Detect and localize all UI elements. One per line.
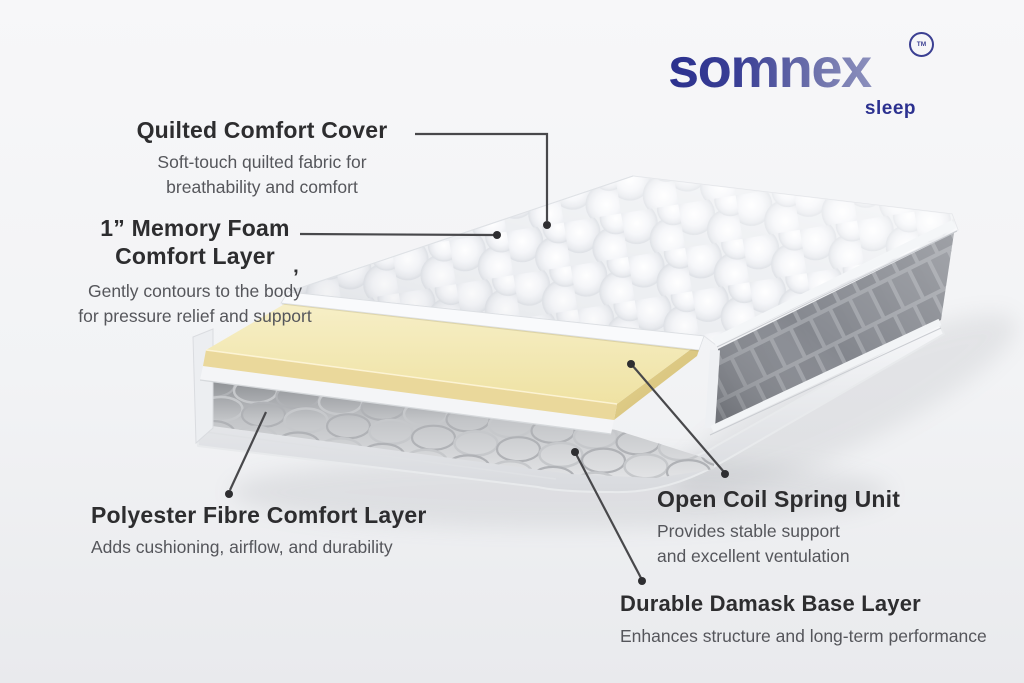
leader-line-memory-foam bbox=[299, 232, 495, 237]
polyester-desc: Adds cushioning, airflow, and durability bbox=[91, 537, 393, 557]
memory-foam-desc-line1: Gently contours to the body bbox=[87, 281, 303, 301]
brand-wordmark: somnex bbox=[668, 40, 918, 96]
quilted-cover-title: Quilted Comfort Cover bbox=[136, 117, 388, 143]
stray-apostrophe-mark: ’ bbox=[293, 266, 299, 289]
leader-line-damask bbox=[575, 453, 642, 579]
leader-line-quilted bbox=[415, 132, 549, 221]
quilted-cover-desc: Soft-touch quilted fabric for breathabil… bbox=[96, 150, 428, 200]
open-coil-desc: Provides stable support and excellent ve… bbox=[657, 519, 957, 569]
fibre-edge bbox=[199, 379, 612, 435]
quilted-cover bbox=[280, 175, 959, 352]
left-end-rim bbox=[192, 328, 214, 445]
leader-line-polyester bbox=[229, 411, 267, 491]
damask-desc: Enhances structure and long-term perform… bbox=[620, 626, 987, 646]
quilted-cover-desc-line1: Soft-touch quilted fabric for bbox=[157, 152, 367, 172]
memory-foam-title-line2: Comfort Layer bbox=[115, 243, 275, 269]
checkered-side-panel bbox=[705, 233, 954, 436]
memory-foam-layer bbox=[203, 295, 702, 420]
open-coil-desc-line1: Provides stable support bbox=[657, 521, 840, 541]
open-coil-desc-line2: and excellent ventulation bbox=[657, 546, 850, 566]
leader-line-open-coil bbox=[631, 364, 725, 473]
leader-dot-damask-top bbox=[571, 448, 579, 456]
trademark-badge: TM bbox=[909, 32, 934, 57]
spring-cavity bbox=[197, 373, 714, 478]
quilted-cover-desc-line2: breathability and comfort bbox=[166, 177, 358, 197]
leader-lines bbox=[225, 132, 729, 585]
label-polyester-fibre: Polyester Fibre Comfort Layer Adds cushi… bbox=[91, 501, 471, 560]
leader-dot-damask-bottom bbox=[638, 577, 646, 585]
leader-dot-open-coil-top bbox=[627, 360, 635, 368]
label-open-coil: Open Coil Spring Unit Provides stable su… bbox=[657, 485, 957, 569]
label-quilted-cover: Quilted Comfort Cover Soft-touch quilted… bbox=[96, 116, 428, 200]
brand-logo: somnex TM sleep bbox=[668, 32, 934, 120]
leader-dot-memory-foam bbox=[493, 231, 501, 239]
brand-tagline: sleep bbox=[864, 98, 916, 119]
label-damask-base: Durable Damask Base Layer Enhances struc… bbox=[620, 590, 1010, 649]
memory-foam-title-line1: 1” Memory Foam bbox=[100, 215, 290, 241]
memory-foam-desc-line2: for pressure relief and support bbox=[78, 306, 312, 326]
polyester-fibre-layer bbox=[200, 366, 614, 434]
label-memory-foam: 1” Memory Foam Comfort Layer Gently cont… bbox=[28, 214, 362, 329]
damask-title: Durable Damask Base Layer bbox=[620, 591, 921, 616]
leader-dot-polyester bbox=[225, 490, 233, 498]
open-coil-title: Open Coil Spring Unit bbox=[657, 486, 901, 512]
memory-foam-desc: Gently contours to the body for pressure… bbox=[28, 279, 362, 329]
base-seam bbox=[197, 430, 557, 480]
leader-dot-open-coil-bottom bbox=[721, 470, 729, 478]
polyester-title: Polyester Fibre Comfort Layer bbox=[91, 502, 427, 528]
leader-dot-quilted bbox=[543, 221, 551, 229]
